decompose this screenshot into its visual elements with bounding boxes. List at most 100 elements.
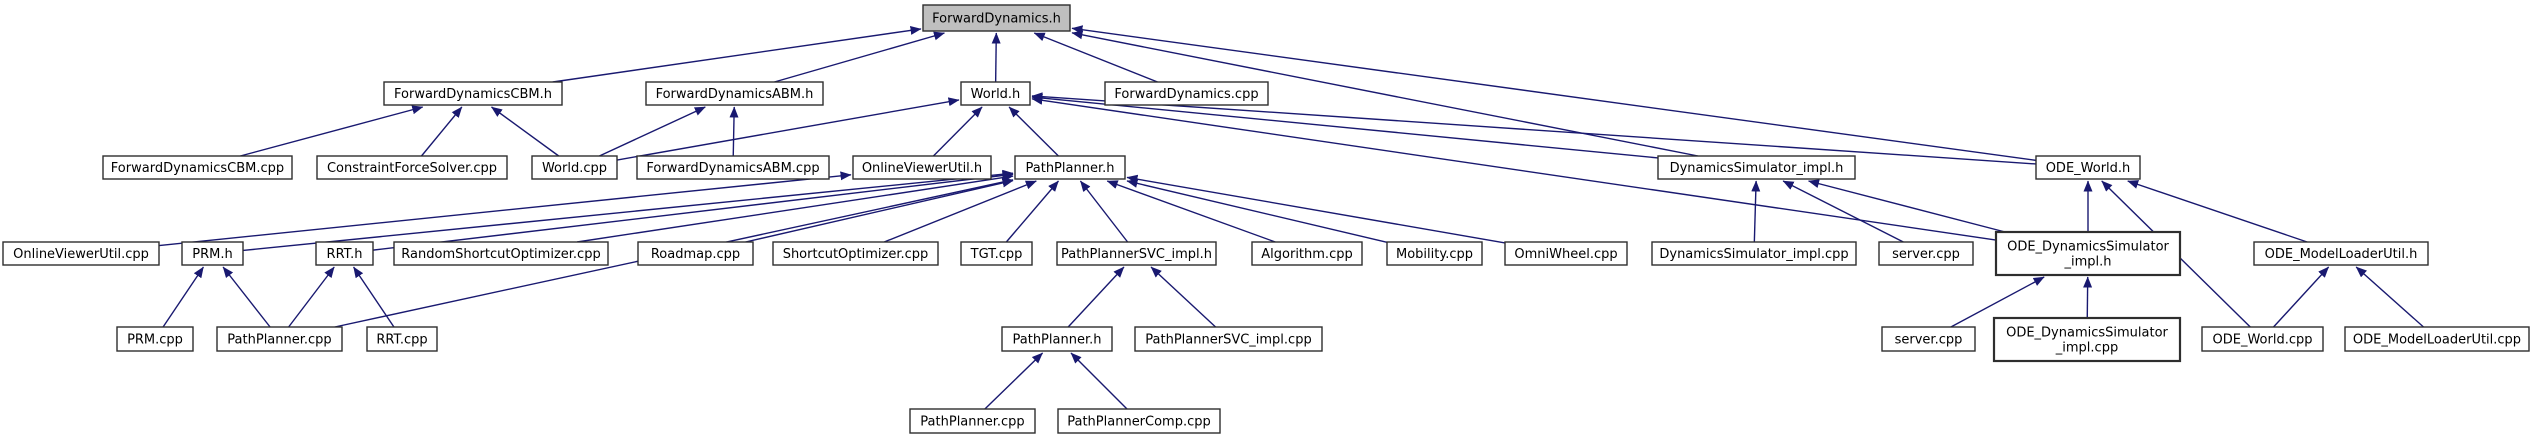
graph-node-fd_cpp[interactable]: ForwardDynamics.cpp bbox=[1104, 81, 1269, 106]
edge-prm_cpp-to-prm_h bbox=[162, 266, 205, 328]
graph-node-pp_cpp2[interactable]: PathPlanner.cpp bbox=[909, 408, 1036, 434]
node-box-fdcbm_h bbox=[383, 81, 563, 106]
graph-node-odemlu_cpp[interactable]: ODE_ModelLoaderUtil.cpp bbox=[2344, 326, 2530, 352]
graph-node-alg_cpp[interactable]: Algorithm.cpp bbox=[1251, 241, 1363, 266]
node-box-roadmap_cpp bbox=[637, 241, 754, 266]
graph-node-mob_cpp[interactable]: Mobility.cpp bbox=[1386, 241, 1483, 266]
edge-fdabm_h-to-fd_h bbox=[774, 31, 945, 83]
graph-node-fdabm_cpp[interactable]: ForwardDynamicsABM.cpp bbox=[636, 155, 830, 180]
node-box-rrt_h bbox=[315, 241, 374, 266]
edge-odedsi_h-to-world_h bbox=[1031, 95, 1997, 241]
graph-node-odemlu_h[interactable]: ODE_ModelLoaderUtil.h bbox=[2253, 241, 2429, 266]
node-box-ppcomp_cpp bbox=[1057, 408, 1221, 434]
edge-ovu_h-to-world_h bbox=[932, 106, 983, 157]
edge-omni_cpp-to-pp_h1 bbox=[1126, 174, 1506, 244]
edge-tgt_cpp-to-pp_h1 bbox=[1005, 180, 1059, 243]
edge-odew_cpp-to-odemlu_h bbox=[2273, 266, 2330, 328]
edge-ovu_cpp-to-ovu_h bbox=[158, 171, 852, 247]
node-box-fdabm_h bbox=[645, 81, 824, 106]
node-box-world_cpp bbox=[531, 155, 618, 180]
graph-node-fdcbm_h[interactable]: ForwardDynamicsCBM.h bbox=[383, 81, 563, 106]
node-box-pp_h1 bbox=[1014, 155, 1126, 180]
graph-node-fdcbm_cpp[interactable]: ForwardDynamicsCBM.cpp bbox=[102, 155, 293, 180]
graph-node-server_cpp2[interactable]: server.cpp bbox=[1881, 326, 1976, 352]
node-box-dsi_cpp bbox=[1651, 241, 1857, 266]
graph-node-odew_h[interactable]: ODE_World.h bbox=[2035, 155, 2141, 180]
edge-server_cpp2-to-odedsi_h bbox=[1950, 276, 2045, 328]
node-box-odew_h bbox=[2035, 155, 2141, 180]
edge-so_cpp-to-pp_h1 bbox=[883, 180, 1037, 243]
edge-server_cpp1-to-dsi_h bbox=[1782, 180, 1904, 243]
graph-node-roadmap_cpp[interactable]: Roadmap.cpp bbox=[637, 241, 754, 266]
edge-roadmap_cpp-to-pp_h1 bbox=[745, 178, 1014, 243]
node-box-odedsi_h bbox=[1994, 230, 2182, 277]
graph-node-pp_h2[interactable]: PathPlanner.h bbox=[1001, 326, 1113, 352]
node-box-fdcbm_cpp bbox=[102, 155, 293, 180]
edge-pp_h1-to-world_h bbox=[1008, 106, 1059, 157]
graph-node-ovu_cpp[interactable]: OnlineViewerUtil.cpp bbox=[2, 241, 160, 266]
node-box-alg_cpp bbox=[1251, 241, 1363, 266]
graph-node-ppsvc_h[interactable]: PathPlannerSVC_impl.h bbox=[1056, 241, 1217, 266]
edge-fdcbm_h-to-fd_h bbox=[552, 25, 922, 83]
graph-node-fdabm_h[interactable]: ForwardDynamicsABM.h bbox=[645, 81, 824, 106]
edge-odemlu_cpp-to-odemlu_h bbox=[2355, 266, 2424, 328]
edge-pp_cpp1-to-prm_h bbox=[222, 266, 271, 328]
graph-node-rso_cpp[interactable]: RandomShortcutOptimizer.cpp bbox=[393, 241, 609, 266]
node-box-odemlu_h bbox=[2253, 241, 2429, 266]
graph-node-pp_h1[interactable]: PathPlanner.h bbox=[1014, 155, 1126, 180]
graph-node-so_cpp[interactable]: ShortcutOptimizer.cpp bbox=[772, 241, 939, 266]
node-box-pp_cpp2 bbox=[909, 408, 1036, 434]
graph-node-world_cpp[interactable]: World.cpp bbox=[531, 155, 618, 180]
graph-node-ppsvc_cpp[interactable]: PathPlannerSVC_impl.cpp bbox=[1134, 326, 1323, 352]
graph-node-rrt_cpp[interactable]: RRT.cpp bbox=[366, 326, 438, 352]
graph-node-odew_cpp[interactable]: ODE_World.cpp bbox=[2201, 326, 2324, 352]
graph-node-fd_h[interactable]: ForwardDynamics.h bbox=[922, 4, 1071, 32]
node-box-cfs_cpp bbox=[316, 155, 508, 180]
node-box-prm_cpp bbox=[116, 326, 194, 352]
edge-mob_cpp-to-pp_h1 bbox=[1126, 178, 1388, 243]
edge-fd_cpp-to-fd_h bbox=[1033, 32, 1158, 83]
graph-node-dsi_h[interactable]: DynamicsSimulator_impl.h bbox=[1657, 155, 1856, 180]
edge-world_cpp-to-fdcbm_h bbox=[491, 106, 560, 157]
graph-node-dsi_cpp[interactable]: DynamicsSimulator_impl.cpp bbox=[1651, 241, 1857, 266]
node-box-world_h bbox=[960, 81, 1031, 106]
graph-node-pp_cpp1[interactable]: PathPlanner.cpp bbox=[216, 326, 343, 352]
edges-layer bbox=[158, 25, 2424, 410]
node-box-rso_cpp bbox=[393, 241, 609, 266]
graph-node-prm_h[interactable]: PRM.h bbox=[181, 241, 244, 266]
graph-node-odedsi_h[interactable]: ODE_DynamicsSimulator_impl.h bbox=[1994, 230, 2182, 277]
node-box-dsi_h bbox=[1657, 155, 1856, 180]
graph-node-rrt_h[interactable]: RRT.h bbox=[315, 241, 374, 266]
node-box-odedsi_cpp bbox=[1992, 316, 2182, 363]
graph-node-odedsi_cpp[interactable]: ODE_DynamicsSimulator_impl.cpp bbox=[1992, 316, 2182, 363]
graph-node-world_h[interactable]: World.h bbox=[960, 81, 1031, 106]
edge-ppcomp_cpp-to-pp_h2 bbox=[1070, 352, 1128, 410]
graph-node-cfs_cpp[interactable]: ConstraintForceSolver.cpp bbox=[316, 155, 508, 180]
graph-node-omni_cpp[interactable]: OmniWheel.cpp bbox=[1504, 241, 1628, 266]
graph-node-prm_cpp[interactable]: PRM.cpp bbox=[116, 326, 194, 352]
edge-pp_cpp1-to-rrt_h bbox=[288, 266, 335, 328]
node-box-ovu_h bbox=[852, 155, 992, 180]
node-box-mob_cpp bbox=[1386, 241, 1483, 266]
edge-odew_h-to-fd_h bbox=[1071, 25, 2037, 162]
edge-rrt_cpp-to-rrt_h bbox=[352, 266, 395, 328]
graph-node-server_cpp1[interactable]: server.cpp bbox=[1878, 241, 1974, 266]
node-box-so_cpp bbox=[772, 241, 939, 266]
edge-world_cpp-to-fdabm_h bbox=[599, 106, 706, 157]
edge-rrt_h-to-pp_h1 bbox=[372, 171, 1014, 251]
edge-fdcbm_cpp-to-fdcbm_h bbox=[240, 105, 424, 157]
edge-rso_cpp-to-pp_h1 bbox=[576, 173, 1014, 243]
node-box-server_cpp2 bbox=[1881, 326, 1976, 352]
edge-prm_h-to-pp_h1 bbox=[242, 169, 1014, 252]
edge-pp_cpp2-to-pp_h2 bbox=[984, 352, 1044, 410]
graph-node-ovu_h[interactable]: OnlineViewerUtil.h bbox=[852, 155, 992, 180]
graph-node-ppcomp_cpp[interactable]: PathPlannerComp.cpp bbox=[1057, 408, 1221, 434]
node-box-rrt_cpp bbox=[366, 326, 438, 352]
edge-fdabm_cpp-to-fdabm_h bbox=[729, 106, 739, 157]
graph-node-tgt_cpp[interactable]: TGT.cpp bbox=[960, 241, 1033, 266]
edge-odew_h-to-world_h bbox=[1031, 92, 2037, 165]
node-box-pp_cpp1 bbox=[216, 326, 343, 352]
node-box-prm_h bbox=[181, 241, 244, 266]
